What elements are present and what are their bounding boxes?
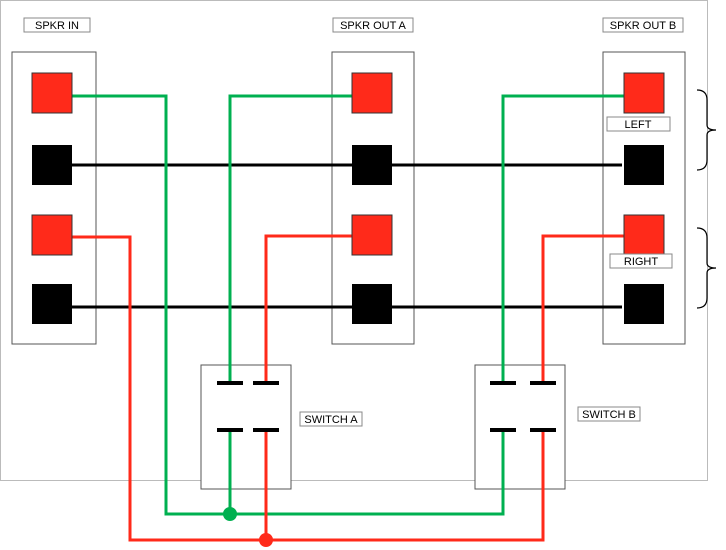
switch-b-label: SWITCH B [577, 406, 641, 422]
spkr-in-label: SPKR IN [23, 17, 91, 33]
spkr-out-a-right-negative-terminal [352, 284, 392, 324]
green-bus-wire [230, 430, 505, 516]
spkr-out-b-right-negative-terminal [624, 284, 664, 324]
spkr-out-a-left-positive-terminal [351, 72, 393, 114]
red-bus-wire [266, 430, 545, 542]
spkr-out-b-right-positive-terminal [623, 214, 665, 256]
spkr-out-a-right-positive-terminal [351, 214, 393, 256]
spkr-out-b-left-negative-terminal [624, 145, 664, 185]
right-channel-brace [696, 227, 717, 309]
red-out-b-wire [541, 234, 624, 383]
green-junction [223, 507, 237, 521]
spkr-out-a-left-negative-terminal [352, 145, 392, 185]
spkr-out-b-label: SPKR OUT B [602, 17, 684, 33]
red-out-a-wire [264, 234, 352, 383]
switch-b-box [474, 364, 566, 490]
switch-a-contacts [217, 381, 279, 432]
red-in-wire [72, 235, 266, 542]
left-channel-brace [696, 89, 717, 171]
left-channel-label-text: LEFT [625, 119, 652, 131]
switch-b-contacts [490, 381, 556, 432]
spkr-out-a-label: SPKR OUT A [332, 17, 414, 33]
spkr-in-right-positive-terminal [31, 214, 73, 256]
switch-a-label: SWITCH A [299, 411, 363, 427]
spkr-out-b-left-positive-terminal [623, 72, 665, 114]
green-out-a-wire [228, 94, 352, 383]
spkr-in-left-positive-terminal [31, 72, 73, 114]
right-channel-label-text: RIGHT [624, 256, 659, 268]
green-in-wire [72, 94, 230, 516]
switch-a-label-text: SWITCH A [304, 414, 358, 426]
red-junction [259, 533, 273, 547]
left-channel-label: LEFT [606, 116, 671, 132]
spkr-out-b-label-text: SPKR OUT B [610, 20, 676, 32]
spkr-in-left-negative-terminal [32, 145, 72, 185]
spkr-in-label-text: SPKR IN [35, 20, 79, 32]
spkr-out-a-label-text: SPKR OUT A [340, 20, 406, 32]
switch-a-box [200, 364, 292, 490]
spkr-in-right-negative-terminal [32, 284, 72, 324]
right-channel-label: RIGHT [609, 253, 673, 269]
green-out-b-wire [501, 94, 624, 383]
switch-b-label-text: SWITCH B [582, 409, 636, 421]
